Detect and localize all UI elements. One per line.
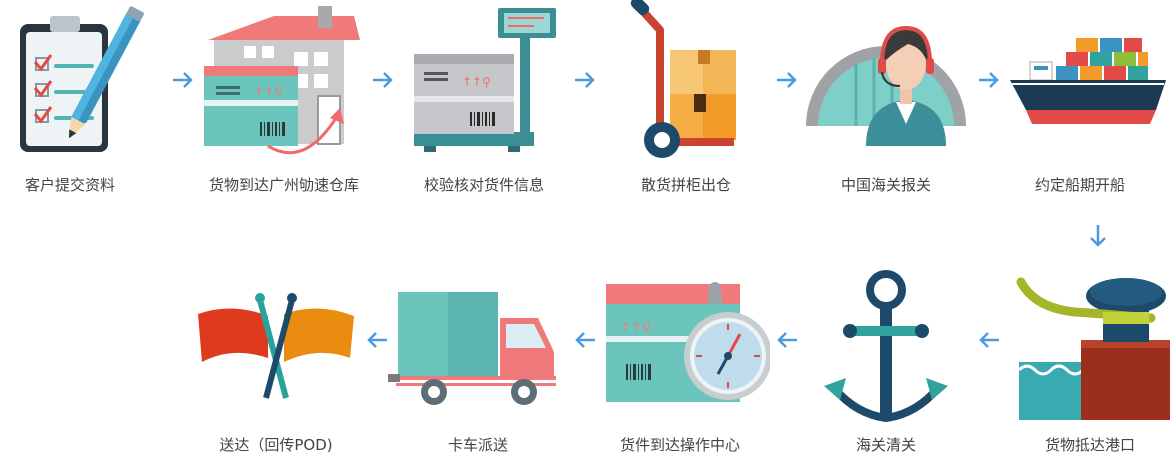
arrow-right-icon: [373, 72, 393, 88]
step-label: 约定船期开船: [1034, 176, 1125, 194]
step-delivered-pod: 送达（回传POD): [186, 262, 366, 455]
step-truck-delivery: 卡车派送: [388, 262, 568, 455]
arrow-right-icon: [777, 72, 797, 88]
arrow-left-icon: [575, 332, 595, 348]
step-arrive-warehouse: ↑↑⚲ 货物到达广州劬速仓库: [194, 0, 374, 200]
arrow-right-icon: [575, 72, 595, 88]
arrow-left-icon: [979, 332, 999, 348]
step-label: 货件到达操作中心: [619, 436, 740, 454]
arrow-left-icon: [367, 332, 387, 348]
svg-text:↑↑⚲: ↑↑⚲: [254, 85, 283, 99]
step-label: 校验核对货件信息: [423, 176, 544, 194]
step-consolidate-ship-out: 散货拼柜出仓: [596, 0, 776, 200]
anchor-icon: [824, 270, 948, 422]
svg-text:↑↑⚲: ↑↑⚲: [462, 75, 491, 89]
step-customs-clearance: 海关清关: [796, 262, 976, 455]
step-label: 中国海关报关: [840, 176, 931, 194]
step-scheduled-sailing: 约定船期开船: [990, 0, 1170, 200]
arrow-right-icon: [173, 72, 193, 88]
step-label: 散货拼柜出仓: [640, 176, 731, 194]
arrow-right-icon: [979, 72, 999, 88]
step-label: 货物到达广州劬速仓库: [208, 176, 359, 194]
delivery-truck-icon: [388, 292, 556, 405]
step-label: 送达（回传POD): [219, 436, 333, 454]
arrow-left-icon: [777, 332, 797, 348]
step-verify-cargo: ↑↑⚲ 校验核对货件信息: [394, 0, 574, 200]
step-label: 货物抵达港口: [1044, 436, 1135, 454]
step-arrive-port: 货物抵达港口: [1000, 262, 1170, 455]
hand-truck-icon: [630, 0, 736, 158]
clipboard-checklist-icon: [20, 6, 144, 152]
cargo-ship-icon: [1010, 38, 1166, 124]
step-label: 卡车派送: [447, 436, 508, 454]
step-label: 海关清关: [855, 436, 916, 454]
arrow-down-icon: [1090, 225, 1106, 247]
svg-text:↑↑⚲: ↑↑⚲: [620, 321, 651, 336]
finish-flags-icon: [198, 293, 354, 399]
stopwatch-box-icon: ↑↑⚲: [606, 282, 770, 402]
step-submit-documents: 客户提交资料: [0, 0, 160, 200]
bollard-rope-icon: [1016, 277, 1170, 420]
weighing-scale-icon: ↑↑⚲: [414, 8, 556, 152]
step-arrive-operation-center: ↑↑⚲ 货件到达操作中心: [590, 262, 770, 455]
warehouse-boxes-icon: ↑↑⚲: [204, 6, 360, 155]
step-china-customs-declaration: 中国海关报关: [796, 0, 976, 200]
customs-agent-icon: [806, 25, 966, 146]
step-label: 客户提交资料: [24, 176, 115, 194]
